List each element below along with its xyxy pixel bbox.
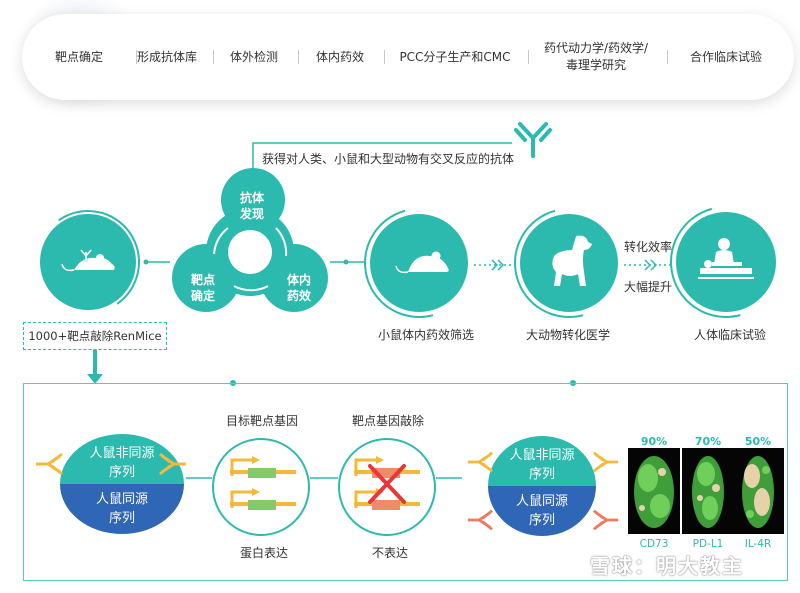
homologous-label: 人鼠同源 序列	[515, 494, 568, 528]
antibody-icon	[36, 452, 63, 476]
efficiency-label-1: 转化效率	[624, 240, 673, 254]
trefoil-target-id: 靶点 确定	[190, 273, 215, 303]
watermark: 雪球：明大教主	[590, 554, 744, 578]
process-bar: 靶点确定 形成抗体库 体外检测 体内药效 PCC分子生产和CMC 药代动力学/药…	[22, 14, 794, 100]
mouse-icon	[395, 251, 449, 274]
no-expr-label: 不表达	[372, 546, 409, 560]
step-in-vivo: 体内药效	[315, 49, 364, 64]
protein-structure-image	[628, 448, 680, 534]
mouse-screen-label: 小鼠体内药效筛选	[378, 328, 475, 342]
protein-structure-image	[682, 448, 734, 534]
protein-name: PD-L1	[692, 538, 724, 550]
efficiency-label-2: 大幅提升	[624, 280, 673, 294]
divider	[667, 50, 668, 64]
divider	[528, 50, 529, 64]
antibody-icon	[592, 451, 619, 473]
protein-name: IL-4R	[744, 538, 772, 550]
protein-expr-label: 蛋白表达	[240, 546, 289, 560]
step-clinical-trial: 合作临床试验	[689, 49, 762, 64]
antibody-icon	[467, 451, 494, 473]
knockout-label: 靶点基因敲除	[352, 414, 425, 428]
step-target-id: 靶点确定	[54, 49, 103, 64]
knockout-ring	[338, 438, 436, 536]
mouse-icon	[61, 249, 115, 272]
protein-name: CD73	[639, 538, 669, 550]
divider	[213, 50, 214, 64]
step-pk-pd-tox: 药代动力学/药效学/ 毒理学研究	[543, 41, 649, 72]
large-animal-label: 大动物转化医学	[526, 328, 611, 342]
divider	[384, 50, 385, 64]
step-antibody-library: 形成抗体库	[136, 49, 197, 64]
sequence-circle-left: 人鼠非同源 序列 人鼠同源 序列	[60, 434, 184, 534]
non-homologous-label: 人鼠非同源 序列	[509, 448, 575, 482]
step-in-vitro: 体外检测	[229, 49, 278, 64]
homology-percent: 90%	[640, 435, 668, 448]
non-homologous-label: 人鼠非同源 序列	[89, 446, 155, 480]
antibody-icon	[467, 509, 494, 531]
dog-icon	[552, 235, 592, 286]
target-gene-ring	[212, 438, 310, 536]
gene-knockout-icon	[354, 456, 420, 510]
trefoil-antibody-discovery: 抗体 发现	[239, 191, 264, 221]
antibody-icon	[592, 509, 619, 531]
renmice-box: 1000+靶点敲除RenMice	[23, 322, 167, 350]
protein-structure-image	[732, 448, 784, 534]
sequence-circle-right: 人鼠非同源 序列 人鼠同源 序列	[488, 436, 596, 536]
step-pcc-cmc: PCC分子生产和CMC	[399, 49, 511, 64]
gene-expression-icon	[230, 456, 296, 510]
target-gene-label: 目标靶点基因	[226, 414, 299, 428]
cross-reactive-label: 获得对人类、小鼠和大型动物有交叉反应的抗体	[262, 152, 515, 166]
homology-percent: 70%	[694, 435, 722, 448]
antibody-icon	[514, 122, 552, 158]
human-trial-label: 人体临床试验	[694, 328, 767, 342]
cross-icon	[368, 464, 406, 504]
mechanism-panel	[23, 383, 788, 581]
trefoil-in-vivo: 体内 药效	[286, 273, 311, 303]
homology-percent: 50%	[744, 435, 772, 448]
discovery-trefoil	[172, 168, 328, 312]
divider	[136, 50, 137, 64]
antibody-icon	[159, 452, 186, 476]
patient-icon	[698, 238, 754, 279]
homologous-label: 人鼠同源 序列	[95, 492, 148, 526]
divider	[298, 50, 299, 64]
